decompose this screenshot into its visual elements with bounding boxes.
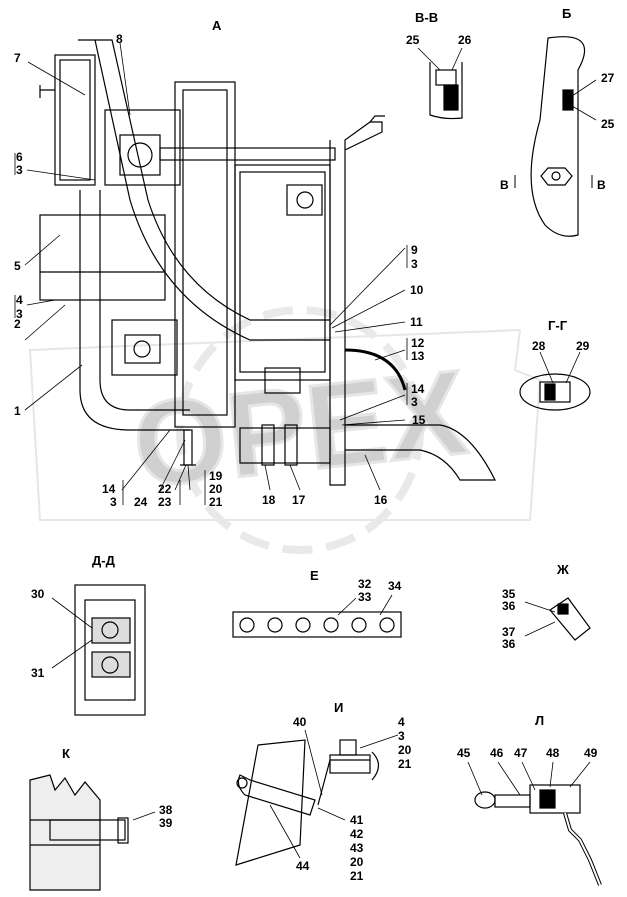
- view-dd: Д-Д: [51, 553, 146, 716]
- callout-13: 13: [411, 349, 425, 363]
- callout-l-46: 46: [490, 746, 504, 760]
- return-pipe: [345, 424, 496, 481]
- callout-8: 8: [116, 32, 123, 46]
- view-i: И: [235, 700, 399, 866]
- right-bracket: [329, 121, 383, 486]
- callout-l-49: 49: [584, 746, 598, 760]
- callout-dd-30: 30: [31, 587, 45, 601]
- callout-zh-35: 35: [502, 587, 516, 601]
- callout-i-4: 4: [398, 715, 405, 729]
- callout-l-47: 47: [514, 746, 528, 760]
- view-zh: Ж: [524, 562, 591, 641]
- view-title-i: И: [334, 700, 343, 715]
- view-title-a: А: [212, 18, 222, 33]
- section-mark-right: В: [597, 178, 606, 192]
- callout-i-21: 21: [398, 757, 412, 771]
- callout-i-43: 43: [350, 841, 364, 855]
- callout-17: 17: [292, 493, 306, 507]
- callout-k-39: 39: [159, 816, 173, 830]
- callout-l-45: 45: [457, 746, 471, 760]
- callout-18: 18: [262, 493, 276, 507]
- main-view: А: [39, 18, 496, 486]
- callout-6: 6: [16, 150, 23, 164]
- callout-i-44: 44: [296, 859, 310, 873]
- callout-zh-36b: 36: [502, 637, 516, 651]
- callout-i-40: 40: [293, 715, 307, 729]
- callouts-main: 1 2 3 4 3 5 6 7 8 9 3 10 11 12 13 14 3 1…: [14, 32, 426, 509]
- view-title-vv: В-В: [415, 10, 438, 25]
- valve-block: [54, 54, 96, 186]
- callout-24: 24: [134, 495, 148, 509]
- callout-20: 20: [209, 482, 223, 496]
- view-title-dd: Д-Д: [92, 553, 116, 568]
- view-title-k: К: [62, 746, 70, 761]
- callout-10: 10: [410, 283, 424, 297]
- callout-5: 5: [14, 259, 21, 273]
- callout-gg-29: 29: [576, 339, 590, 353]
- callout-16: 16: [374, 493, 388, 507]
- callout-15: 15: [412, 413, 426, 427]
- view-title-l: Л: [535, 713, 544, 728]
- side-panel: [234, 164, 331, 381]
- callout-14b: 14: [102, 482, 116, 496]
- callout-dd-31: 31: [31, 666, 45, 680]
- callout-i-20: 20: [398, 743, 412, 757]
- callout-3: 3: [16, 163, 23, 177]
- callout-b-27: 27: [601, 71, 615, 85]
- callout-9: 9: [411, 243, 418, 257]
- callout-e-32: 32: [358, 577, 372, 591]
- callout-b-25: 25: [601, 117, 615, 131]
- callout-e-33: 33: [358, 590, 372, 604]
- pump-housing: [104, 109, 181, 186]
- suction-pipe: [79, 190, 190, 431]
- callout-i-20b: 20: [350, 855, 364, 869]
- callout-zh-36: 36: [502, 599, 516, 613]
- view-title-gg: Г-Г: [548, 318, 568, 333]
- callout-i-21b: 21: [350, 869, 364, 883]
- callout-vv-26: 26: [458, 33, 472, 47]
- view-k: К: [29, 746, 156, 891]
- callout-e-34: 34: [388, 579, 402, 593]
- section-mark-left: В: [500, 178, 509, 192]
- view-title-e: Е: [310, 568, 319, 583]
- callout-2: 2: [14, 317, 21, 331]
- callout-gg-28: 28: [532, 339, 546, 353]
- callout-11: 11: [410, 315, 423, 329]
- callout-7: 7: [14, 51, 21, 65]
- callout-19: 19: [209, 469, 223, 483]
- hydraulic-pump: [111, 319, 178, 376]
- callout-4: 4: [16, 293, 23, 307]
- view-l: Л: [467, 713, 602, 886]
- callout-12: 12: [411, 336, 425, 350]
- tank: [39, 214, 166, 301]
- view-title-zh: Ж: [556, 562, 569, 577]
- view-gg: Г-Г: [519, 318, 591, 411]
- callout-zh-37: 37: [502, 625, 516, 639]
- callout-3d: 3: [411, 395, 418, 409]
- pressure-pipe: [78, 39, 330, 341]
- callout-23: 23: [158, 495, 172, 509]
- callout-22: 22: [158, 482, 172, 496]
- view-title-b: Б: [562, 6, 571, 21]
- callout-i-42: 42: [350, 827, 364, 841]
- view-e: Е: [232, 568, 402, 638]
- view-vv: В-В: [415, 10, 463, 120]
- callout-3c: 3: [411, 257, 418, 271]
- callout-3b: 3: [16, 307, 23, 321]
- leaders-main: [14, 42, 408, 505]
- callout-3e: 3: [110, 495, 117, 509]
- callout-i-41: 41: [350, 813, 364, 827]
- view-b: Б: [514, 6, 597, 237]
- callout-k-38: 38: [159, 803, 173, 817]
- callout-vv-25: 25: [406, 33, 420, 47]
- callout-14: 14: [411, 382, 425, 396]
- shaft: [159, 147, 336, 161]
- callout-21: 21: [209, 495, 223, 509]
- callout-i-3: 3: [398, 729, 405, 743]
- callout-l-48: 48: [546, 746, 560, 760]
- callout-1: 1: [14, 404, 21, 418]
